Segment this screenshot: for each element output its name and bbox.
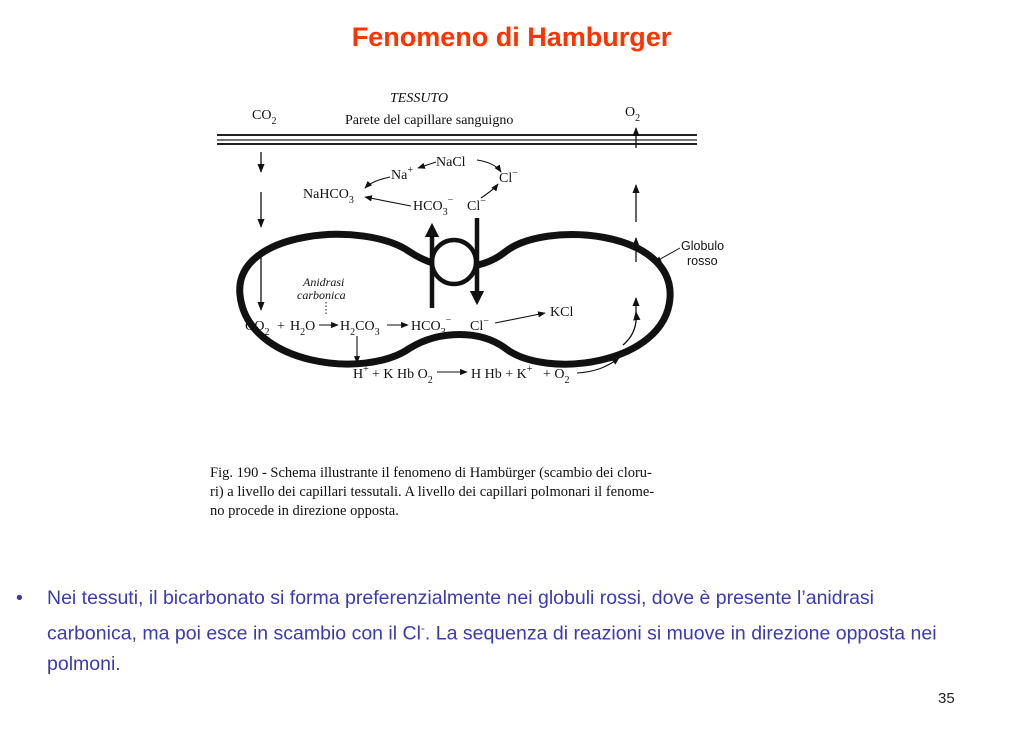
- red-blood-cell-outline: [236, 230, 674, 368]
- co2-top-label: CO2: [252, 108, 276, 127]
- hco3-inside-label: HCO3−: [411, 315, 452, 338]
- plus-sign: +: [277, 319, 285, 334]
- nacl-to-cl-arrow: [476, 159, 502, 173]
- co2-inside-label: CO2: [245, 319, 269, 338]
- figure-caption-line-2: ri) a livello dei capillari tessutali. A…: [210, 484, 654, 500]
- bullet-mark: •: [16, 587, 23, 609]
- figure-caption-line-1: Fig. 190 - Schema illustrante il fenomen…: [210, 465, 652, 481]
- nacl-to-na-arrow: [417, 161, 437, 169]
- nahco3-label: NaHCO3: [303, 187, 354, 206]
- anidrasi-label: Anidrasi: [302, 275, 344, 289]
- na-to-nahco3-arrow: [364, 176, 391, 189]
- h2o-label: H2O: [290, 319, 315, 338]
- cl-to-cl-arrow: [480, 183, 499, 199]
- bullet-superscript: -: [420, 621, 425, 635]
- figure-caption-line-3: no procede in direzione opposta.: [210, 503, 399, 519]
- cl-to-kcl-arrow: [494, 311, 546, 324]
- globulo-label: Globulo: [681, 239, 724, 253]
- h2co3-label: H2CO3: [340, 319, 380, 338]
- cl-minus-outside-label: Cl−: [467, 196, 486, 214]
- hco3-outside-label: HCO3−: [413, 195, 454, 218]
- carbonica-label: carbonica: [297, 288, 346, 302]
- o2-curve-arrow: [622, 311, 641, 346]
- capillary-wall-label: Parete del capillare sanguigno: [345, 113, 513, 128]
- h-plus-label: H+: [353, 364, 369, 382]
- anion-exchanger: [424, 218, 485, 308]
- o2-exit-arrow: [576, 357, 620, 374]
- slide-title: Fenomeno di Hamburger: [351, 22, 672, 52]
- k-hbo2-label: + K Hb O2: [372, 367, 433, 386]
- h-hb-label: H Hb + K+: [471, 364, 533, 382]
- globulo-pointer: [654, 247, 681, 263]
- hco3-to-nahco3-arrow: [364, 195, 412, 207]
- cl-inside-label: Cl−: [470, 316, 489, 334]
- page-number: 35: [938, 690, 955, 707]
- na-plus-label: Na+: [391, 165, 413, 183]
- o2-inside-label: + O2: [543, 367, 570, 386]
- kcl-label: KCl: [550, 305, 573, 320]
- o2-top-label: O2: [625, 105, 640, 124]
- hamburger-diagram: TESSUTO Parete del capillare sanguigno C…: [210, 91, 724, 519]
- bullet-text-before: Nei tessuti, il bicarbonato si forma pre…: [47, 587, 875, 645]
- bullet-text-after: . La sequenza di reazioni si muove in di…: [47, 622, 937, 675]
- capillary-wall: [217, 134, 697, 145]
- tessuto-label: TESSUTO: [390, 91, 448, 106]
- rosso-label: rosso: [687, 254, 718, 268]
- cl-minus-upper-label: Cl−: [499, 168, 518, 186]
- bullet-text: Nei tessuti, il bicarbonato si forma pre…: [47, 583, 947, 679]
- nacl-label: NaCl: [436, 155, 466, 170]
